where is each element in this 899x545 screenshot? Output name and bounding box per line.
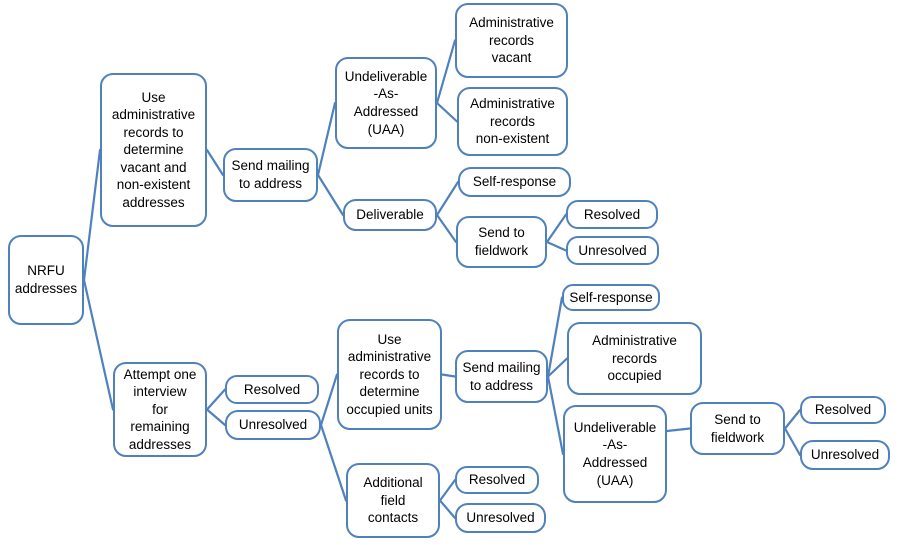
node-resolved-top: Resolved: [566, 200, 658, 229]
node-unresolved-bottom-right: Unresolved: [800, 440, 890, 470]
node-uaa-top: Undeliverable -As- Addressed (UAA): [335, 57, 437, 149]
edge-unresolved-left--use-admin-occupied: [319, 373, 339, 427]
node-admin-records-nonexistent: Administrative records non-existent: [457, 87, 568, 156]
edge-nrfu-addresses--use-admin-vacant: [82, 148, 102, 282]
node-unresolved-left: Unresolved: [225, 410, 321, 440]
edge-uaa-top--admin-records-nonexistent: [435, 101, 459, 123]
node-admin-records-vacant: Administrative records vacant: [455, 3, 568, 78]
edge-nrfu-addresses--attempt-interview: [82, 278, 115, 411]
edge-send-mailing-top--deliverable: [316, 173, 345, 217]
node-resolved-left: Resolved: [225, 375, 319, 404]
edge-send-mailing-top--uaa-top: [316, 101, 337, 177]
node-self-response-top: Self-response: [458, 167, 571, 197]
edge-send-fieldwork-top--resolved-top: [545, 213, 568, 244]
edge-uaa-top--admin-records-vacant: [435, 39, 457, 105]
edge-use-admin-vacant--send-mailing-top: [205, 148, 225, 177]
node-unresolved-top: Unresolved: [566, 236, 659, 265]
node-send-fieldwork-top: Send to fieldwork: [456, 216, 547, 268]
node-resolved-bottom-right: Resolved: [800, 396, 886, 424]
node-attempt-interview: Attempt one interview for remaining addr…: [113, 362, 207, 457]
node-admin-records-occupied: Administrative records occupied: [567, 322, 702, 395]
node-uaa-bottom: Undeliverable -As- Addressed (UAA): [563, 405, 667, 503]
node-nrfu-addresses: NRFU addresses: [8, 235, 84, 325]
edge-attempt-interview--resolved-left: [205, 388, 227, 411]
node-deliverable: Deliverable: [343, 199, 437, 231]
edge-use-admin-occupied--send-mailing-bottom: [440, 373, 457, 378]
node-use-admin-occupied: Use administrative records to determine …: [337, 319, 442, 430]
edge-additional-field-contacts--unresolved-center: [438, 499, 457, 520]
edge-additional-field-contacts--resolved-center: [438, 478, 457, 502]
edge-deliverable--send-fieldwork-top: [435, 213, 458, 244]
node-unresolved-center: Unresolved: [455, 503, 546, 533]
edge-uaa-bottom--send-fieldwork-bottom: [665, 427, 692, 433]
node-resolved-center: Resolved: [455, 466, 539, 494]
node-self-response-bottom: Self-response: [562, 284, 660, 311]
edge-send-mailing-bottom--self-response-bottom: [546, 296, 564, 378]
node-send-mailing-top: Send mailing to address: [223, 148, 318, 202]
node-additional-field-contacts: Additional field contacts: [346, 463, 440, 538]
node-send-fieldwork-bottom: Send to fieldwork: [690, 402, 785, 455]
edge-send-fieldwork-bottom--resolved-bottom-right: [783, 408, 802, 430]
edge-attempt-interview--unresolved-left: [205, 408, 227, 427]
node-use-admin-vacant: Use administrative records to determine …: [100, 73, 207, 227]
edge-unresolved-left--additional-field-contacts: [319, 423, 348, 502]
edge-send-fieldwork-top--unresolved-top: [545, 240, 568, 252]
edge-deliverable--self-response-top: [435, 180, 460, 217]
edge-send-mailing-bottom--uaa-bottom: [546, 375, 565, 456]
edge-send-mailing-bottom--admin-records-occupied: [546, 357, 569, 378]
node-send-mailing-bottom: Send mailing to address: [455, 350, 548, 403]
edge-send-fieldwork-bottom--unresolved-bottom-right: [783, 427, 802, 457]
